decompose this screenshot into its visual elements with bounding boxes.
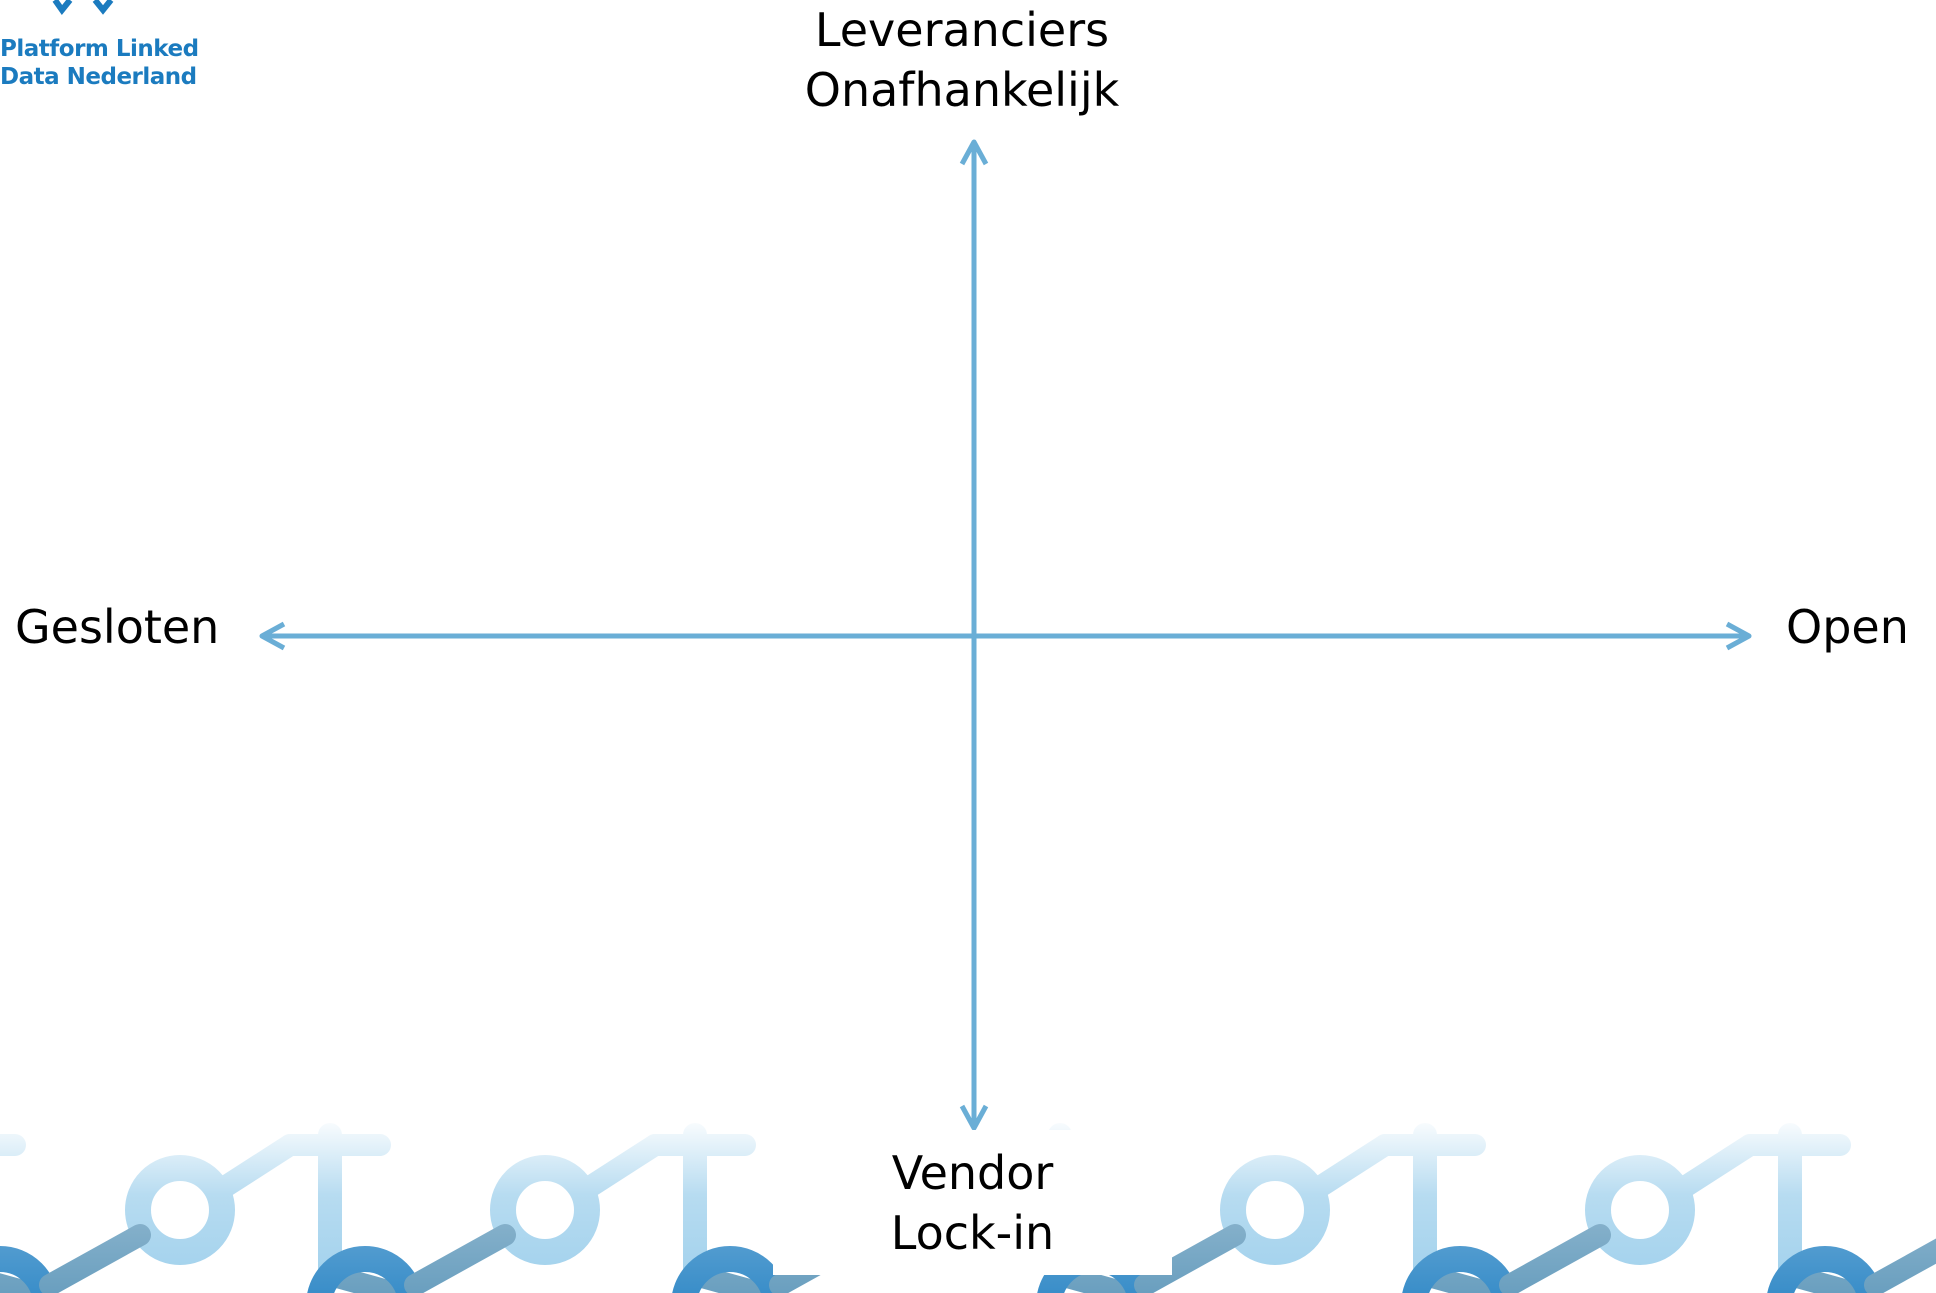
bottom-axis-label-line-1: Vendor <box>891 1146 1054 1200</box>
left-axis-label: Gesloten <box>15 600 220 654</box>
bottom-label-background <box>773 1130 1172 1275</box>
top-axis-label: Leveranciers Onafhankelijk <box>570 0 1354 120</box>
bottom-axis-label: Vendor Lock-in <box>773 1143 1172 1263</box>
logo-text-line-1: Platform Linked <box>0 36 199 62</box>
logo-text-line-2: Data Nederland <box>0 64 197 90</box>
right-axis-label: Open <box>1786 600 1909 654</box>
arrowhead-left-icon <box>259 621 286 651</box>
top-axis-label-line-1: Leveranciers <box>814 3 1110 57</box>
bottom-axis-label-line-2: Lock-in <box>890 1206 1055 1260</box>
logo-mark-icon <box>52 0 114 16</box>
top-axis-label-line-2: Onafhankelijk <box>804 63 1120 117</box>
arrowhead-up-icon <box>959 139 989 166</box>
arrowhead-down-icon <box>959 1104 989 1131</box>
platform-linked-data-logo: Platform Linked Data Nederland <box>0 0 200 100</box>
arrowhead-right-icon <box>1725 621 1752 651</box>
